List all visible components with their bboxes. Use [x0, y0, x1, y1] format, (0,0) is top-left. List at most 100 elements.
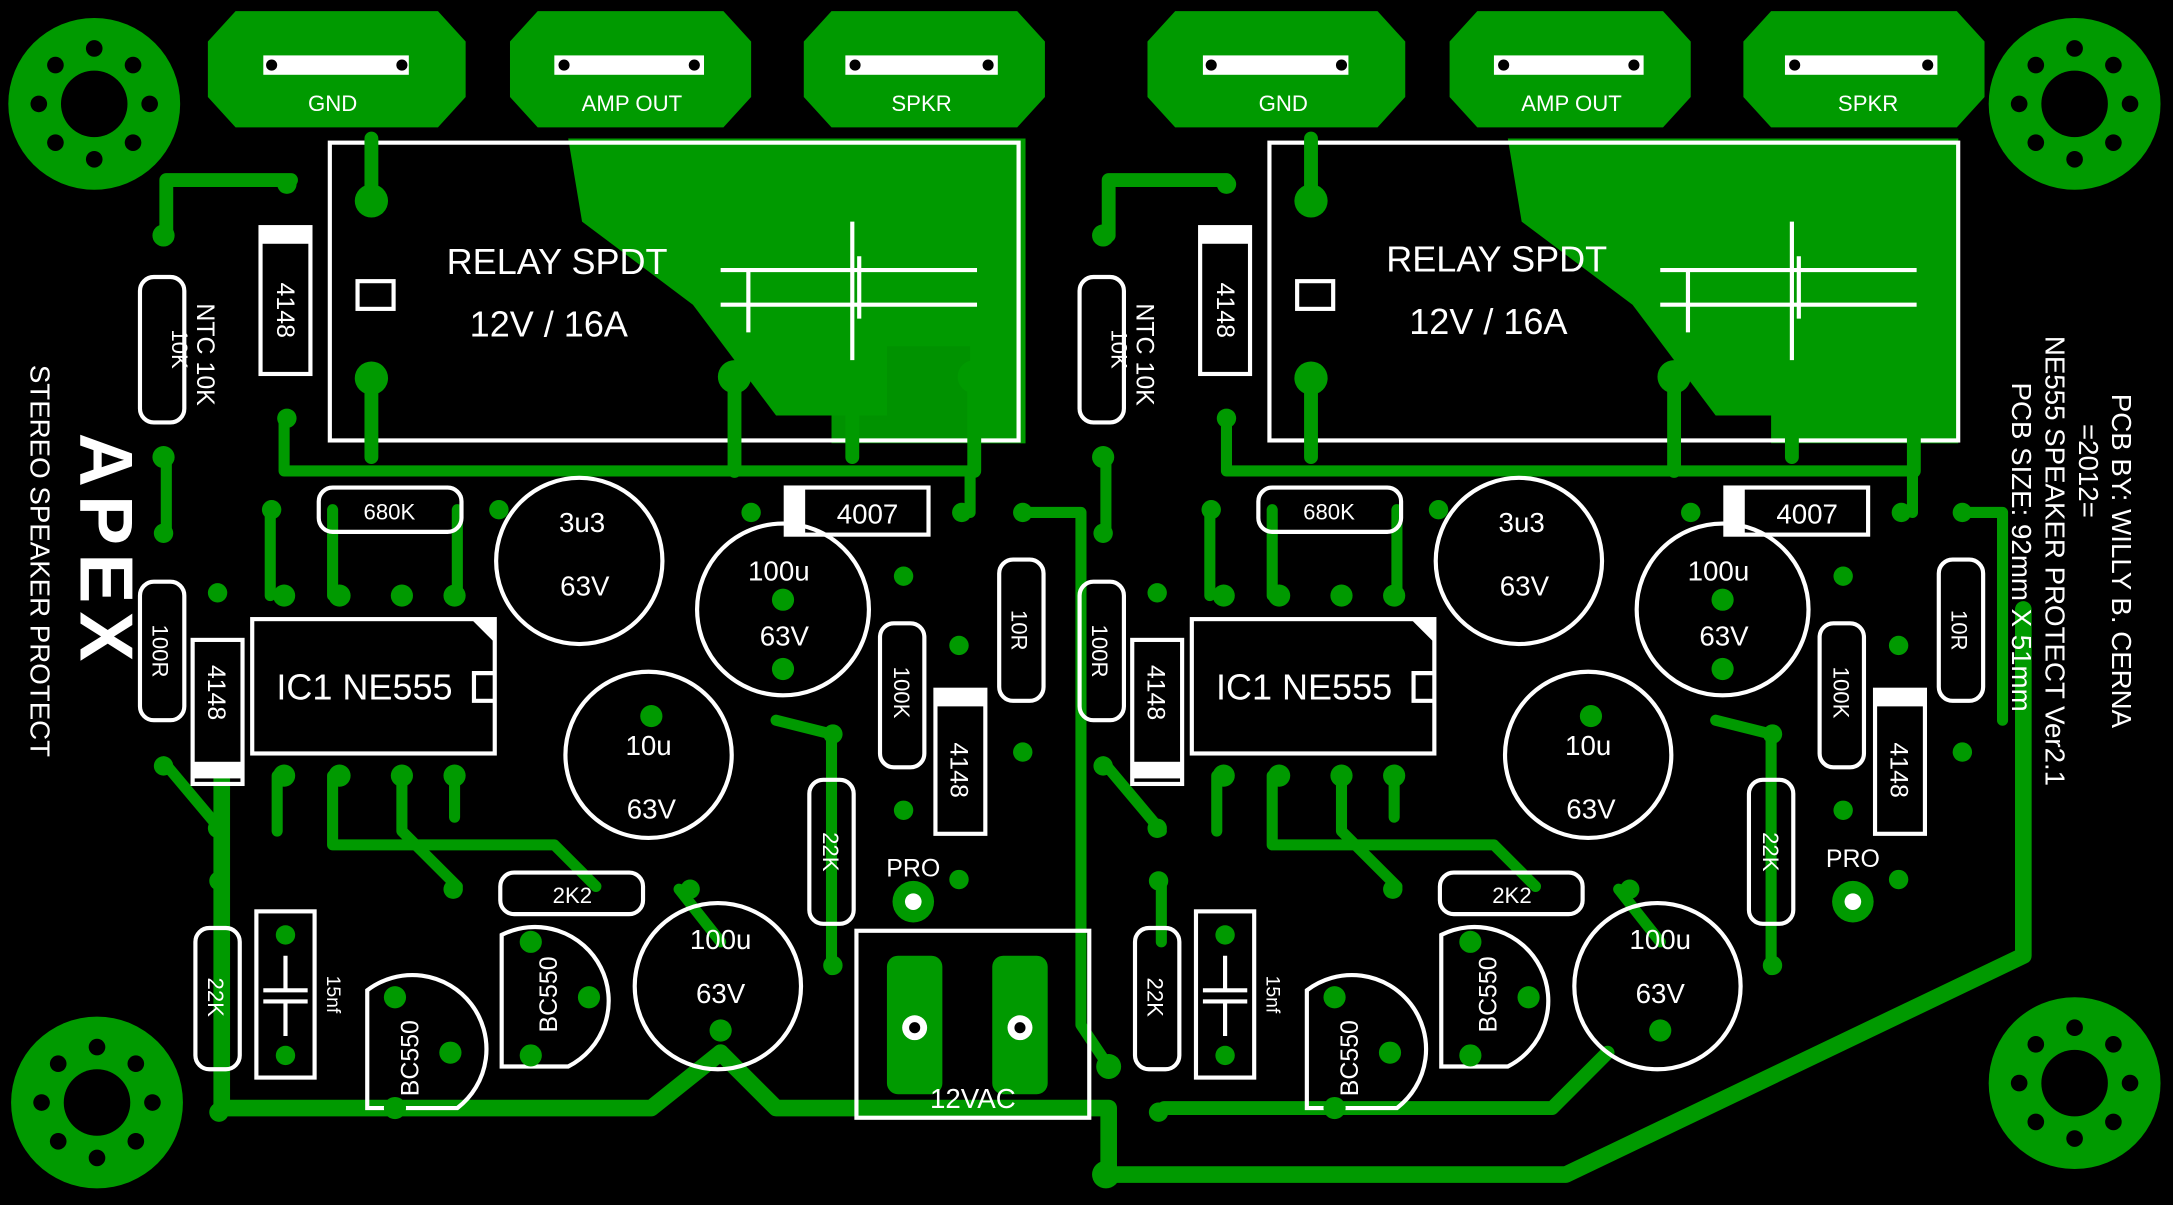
power-label: 12VAC — [930, 1083, 1016, 1114]
terminal-gnd-label: GND — [308, 91, 357, 116]
credits-line-4: PCB SIZE: 92mm X 51mm — [2006, 383, 2037, 712]
cap-10u: 10u 63V — [563, 669, 734, 841]
c10u-voltage: 63V — [1566, 794, 1616, 825]
q2-label: BC550 — [1475, 956, 1503, 1032]
ntc-label: NTC 10K — [1130, 303, 1158, 406]
r680k-label: 680K — [364, 499, 416, 524]
diode-4148-mid: 4148 — [1130, 583, 1185, 838]
mounting-hole-top-right — [1988, 18, 2161, 190]
resistor-10r: 10R — [1936, 502, 1986, 762]
power-connector: 12VAC — [854, 928, 1122, 1189]
resistor-680k: 680K — [1201, 485, 1449, 534]
relay-label-2: 12V / 16A — [470, 304, 628, 345]
ic-label: IC1 NE555 — [276, 666, 452, 707]
cap-3u3: 3u3 63V — [1433, 475, 1605, 647]
relay-label-1: RELAY SPDT — [447, 241, 668, 282]
diode-4007: 4007 — [741, 485, 972, 537]
terminal-spkr: SPKR — [803, 11, 1045, 128]
r680k-label: 680K — [1303, 499, 1355, 524]
d4148-mid-label: 4148 — [202, 665, 230, 720]
r10r-label: 10R — [1007, 610, 1032, 651]
resistor-100k: 100K — [877, 566, 927, 820]
d4148-right-label: 4148 — [1884, 742, 1912, 797]
d4148-right-label: 4148 — [945, 742, 973, 797]
c3u3-label: 3u3 — [1499, 507, 1545, 538]
c3u3-voltage: 63V — [1500, 571, 1550, 602]
terminal-spkr: SPKR — [1743, 11, 1985, 128]
d4148-top-label: 4148 — [1211, 283, 1239, 338]
resistor-22k-mid: 22K — [807, 724, 856, 976]
resistor-10r: 10R — [997, 502, 1046, 762]
transistor-bc550-q1: BC550 — [1304, 973, 1429, 1120]
d4148-top-label: 4148 — [271, 283, 299, 338]
pro-pad: PRO — [1826, 845, 1880, 923]
cap-100u-top: 100u 63V — [1634, 521, 1811, 698]
ic-label: IC1 NE555 — [1216, 666, 1392, 707]
credits-line-1: PCB BY: WILLY B. CERNA — [2106, 394, 2137, 729]
q2-label: BC550 — [535, 956, 563, 1032]
terminal-amp-out: AMP OUT — [1449, 11, 1691, 128]
cap-3u3: 3u3 63V — [494, 475, 665, 647]
c100u-bottom-voltage: 63V — [696, 978, 746, 1009]
diode-4148-right: 4148 — [1872, 635, 1928, 890]
diode-4148-top: 4148 — [258, 174, 313, 428]
q1-label: BC550 — [397, 1020, 425, 1096]
r22k-mid-label: 22K — [818, 832, 843, 872]
credits: PCB BY: WILLY B. CERNA =2012= NE555 SPEA… — [2006, 336, 2137, 786]
transistor-bc550-q2: BC550 — [1439, 924, 1551, 1069]
c100u-top-voltage: 63V — [1699, 620, 1749, 651]
credits-line-3: NE555 SPEAKER PROTECT Ver2.1 — [2040, 336, 2071, 786]
c3u3-label: 3u3 — [559, 507, 605, 538]
terminal-amp-out: AMP OUT — [509, 11, 752, 128]
r22k-low-label: 22K — [1142, 978, 1167, 1018]
product-label: STEREO SPEAKER PROTECT — [24, 365, 55, 757]
cap-10u: 10u 63V — [1502, 669, 1674, 841]
r22k-low-label: 22K — [203, 978, 228, 1018]
resistor-100r: 100R — [1077, 523, 1126, 776]
mounting-hole-top-left — [8, 18, 181, 190]
ic-ne555: IC1 NE555 — [250, 584, 497, 787]
resistor-22k-low: 22K — [1132, 871, 1182, 1122]
r22k-mid-label: 22K — [1758, 832, 1783, 872]
r2k2-label: 2K2 — [1492, 883, 1531, 908]
ic-ne555: IC1 NE555 — [1189, 584, 1437, 787]
c10u-label: 10u — [1565, 730, 1611, 761]
resistor-22k-low: 22K — [193, 871, 242, 1122]
r100r-label: 100R — [147, 625, 172, 678]
terminal-gnd-label: GND — [1259, 91, 1308, 116]
d4148-mid-label: 4148 — [1141, 665, 1169, 720]
r10r-label: 10R — [1946, 610, 1971, 651]
resistor-100r: 100R — [137, 523, 187, 776]
pro-label: PRO — [886, 855, 940, 883]
r10k-label: 10K — [1106, 329, 1131, 369]
r10k-label: 10K — [167, 329, 192, 369]
relay-label-1: RELAY SPDT — [1386, 238, 1607, 279]
pro-label: PRO — [1826, 845, 1880, 873]
resistor-22k-mid: 22K — [1746, 724, 1796, 976]
ntc-10k: 10K NTC 10K — [1077, 224, 1158, 469]
ntc-label: NTC 10K — [191, 303, 219, 406]
r100r-label: 100R — [1087, 625, 1112, 678]
diode-4007: 4007 — [1681, 485, 1912, 537]
c15nf-label: 15nf — [322, 976, 344, 1014]
transistor-bc550-q1: BC550 — [365, 973, 489, 1120]
terminal-amp-out-label: AMP OUT — [582, 91, 683, 116]
relay-label-2: 12V / 16A — [1409, 301, 1567, 342]
c100u-bottom-voltage: 63V — [1636, 978, 1686, 1009]
credits-line-2: =2012= — [2073, 424, 2104, 518]
c100u-top-label: 100u — [748, 555, 810, 586]
cap-100u-top: 100u 63V — [694, 521, 872, 698]
relay: RELAY SPDT 12V / 16A — [327, 140, 1021, 443]
branding: APEX STEREO SPEAKER PROTECT — [24, 365, 148, 757]
terminal-amp-out-label: AMP OUT — [1521, 91, 1622, 116]
ntc-10k: 10K NTC 10K — [137, 224, 219, 469]
c100u-top-voltage: 63V — [760, 620, 810, 651]
c15nf-label: 15nf — [1262, 976, 1284, 1014]
apex-logo: APEX — [64, 433, 148, 670]
c10u-label: 10u — [625, 730, 671, 761]
terminal-gnd: GND — [1147, 11, 1406, 128]
diode-4148-top: 4148 — [1198, 174, 1253, 428]
transistor-bc550-q2: BC550 — [499, 924, 611, 1069]
pro-pad: PRO — [886, 855, 940, 923]
